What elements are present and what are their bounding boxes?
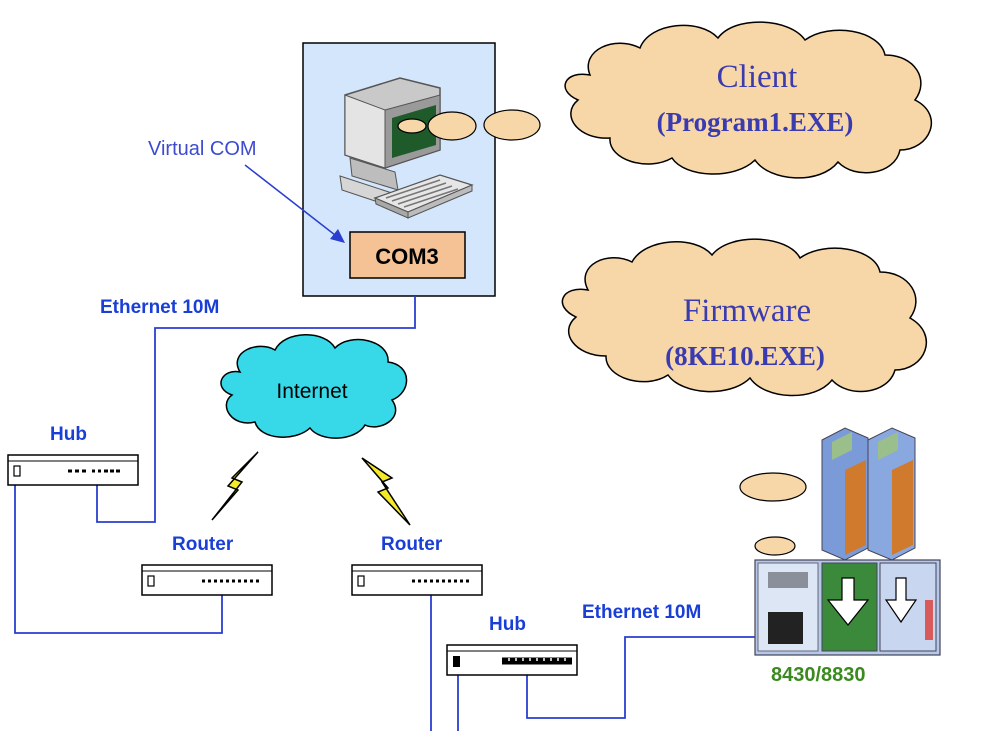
internet-label: Internet [276, 380, 347, 403]
com3-box [349, 231, 466, 279]
com3-label: COM3 [375, 244, 439, 269]
network-device-icon [453, 656, 460, 667]
hub-left-label: Hub [50, 424, 87, 445]
firmware-cloud [561, 238, 928, 397]
ethernet-top-label: Ethernet 10M [100, 297, 219, 318]
router-left-label: Router [172, 534, 234, 555]
arrow-head-icon [330, 229, 345, 243]
thought-bubble-fw-large [739, 472, 807, 502]
computer-icon [339, 77, 441, 211]
lightning-icon-right [361, 457, 411, 526]
network-device-icon [357, 575, 365, 587]
hub-right-device [446, 644, 578, 676]
thought-bubble-small [397, 118, 427, 134]
firmware-title: Firmware [683, 293, 811, 329]
network-device-icon [147, 575, 155, 587]
keyboard-icon [373, 174, 474, 219]
thought-bubble-fw-medium [754, 536, 796, 556]
controller-model-label: 8430/8830 [771, 664, 866, 686]
network-links [14, 296, 800, 731]
hub-left-device [7, 454, 139, 486]
thought-bubble-large [483, 109, 541, 141]
router-right-label: Router [381, 534, 443, 555]
client-program: (Program1.EXE) [657, 107, 854, 137]
client-title: Client [717, 59, 798, 95]
hub-right-label: Hub [489, 614, 526, 635]
router-right-device [351, 564, 483, 596]
client-cloud [564, 21, 933, 179]
virtual-com-label: Virtual COM [148, 138, 257, 160]
router-left-device [141, 564, 273, 596]
network-device-icon [13, 465, 21, 477]
thought-bubble-medium [427, 111, 477, 141]
internet-cloud [220, 334, 408, 439]
ethernet-bottom-label: Ethernet 10M [582, 602, 701, 623]
firmware-program: (8KE10.EXE) [665, 341, 825, 371]
lightning-icon-left [211, 451, 259, 521]
controller-rack-icon [754, 427, 941, 656]
virtual-com-arrow [244, 164, 336, 236]
